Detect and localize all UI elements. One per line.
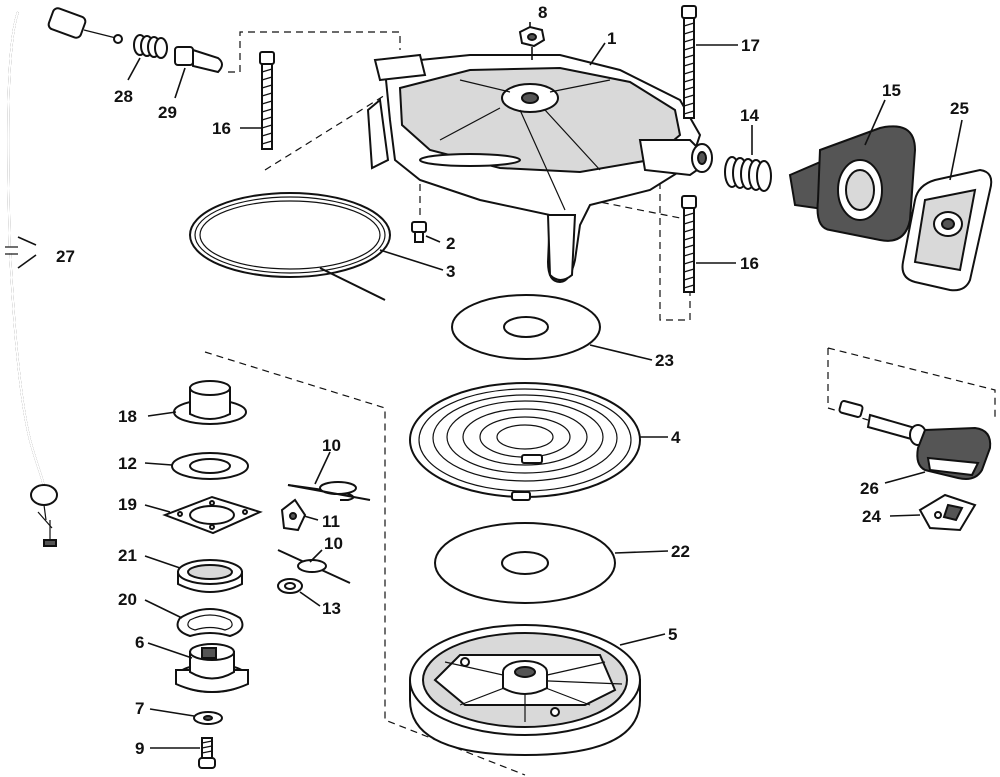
choke-cable xyxy=(5,7,123,547)
callout-3: 3 xyxy=(446,262,455,281)
starter-housing xyxy=(366,53,713,284)
callout-27: 27 xyxy=(56,247,75,266)
callout-labels: 1 2 3 4 5 6 7 8 9 10 10 11 12 13 14 15 1… xyxy=(56,3,969,758)
washer-7 xyxy=(193,711,223,725)
callout-6: 6 xyxy=(135,633,144,652)
callout-29: 29 xyxy=(158,103,177,122)
cover-plate xyxy=(901,168,993,292)
callout-5: 5 xyxy=(668,625,677,644)
gasket-19 xyxy=(162,495,263,535)
callout-17: 17 xyxy=(741,36,760,55)
bolt-16-left xyxy=(259,51,275,150)
o-ring-20 xyxy=(176,608,244,638)
pawl-spring-lower xyxy=(277,549,351,584)
callout-11: 11 xyxy=(322,512,340,531)
bolt-17 xyxy=(681,5,697,119)
callout-9: 9 xyxy=(135,739,144,758)
callout-2: 2 xyxy=(446,234,455,253)
callout-20: 20 xyxy=(118,590,137,609)
callout-21: 21 xyxy=(118,546,137,565)
ring-21 xyxy=(177,559,243,593)
hub-6 xyxy=(175,643,249,693)
callout-4: 4 xyxy=(671,428,681,447)
screw-9 xyxy=(198,737,216,769)
clip-13 xyxy=(277,578,303,594)
callout-7: 7 xyxy=(135,699,144,718)
rewind-spring xyxy=(409,382,641,501)
callout-25: 25 xyxy=(950,99,969,118)
pawl-11 xyxy=(280,498,307,532)
disc-23 xyxy=(451,294,601,360)
callout-8: 8 xyxy=(538,3,547,22)
small-spring xyxy=(133,34,168,59)
pulley xyxy=(409,624,641,757)
callout-16a: 16 xyxy=(212,119,231,138)
callout-16b: 16 xyxy=(740,254,759,273)
washer-12 xyxy=(171,452,249,480)
disc-22 xyxy=(434,522,616,604)
callout-15: 15 xyxy=(882,81,901,100)
bolt-16-right xyxy=(681,195,697,293)
callout-26: 26 xyxy=(860,479,879,498)
callout-14: 14 xyxy=(740,106,759,125)
callout-23: 23 xyxy=(655,351,674,370)
hex-nut xyxy=(518,25,546,48)
rope-guide xyxy=(788,125,917,242)
callout-19: 19 xyxy=(118,495,137,514)
pawl-spring-upper xyxy=(287,481,371,501)
callout-12: 12 xyxy=(118,454,137,473)
callout-22: 22 xyxy=(671,542,690,561)
plunger xyxy=(174,46,223,74)
callout-10a: 10 xyxy=(322,436,341,455)
starter-rope xyxy=(189,192,391,301)
leader-lines xyxy=(17,22,963,749)
handle-insert xyxy=(918,493,977,532)
callout-13: 13 xyxy=(322,599,341,618)
cap-18 xyxy=(173,380,247,425)
small-screw xyxy=(411,221,427,243)
callout-24: 24 xyxy=(862,507,881,526)
large-spring xyxy=(724,156,772,192)
callout-1: 1 xyxy=(607,29,616,48)
callout-28: 28 xyxy=(114,87,133,106)
starter-handle xyxy=(838,400,992,480)
callout-18: 18 xyxy=(118,407,137,426)
callout-10b: 10 xyxy=(324,534,343,553)
